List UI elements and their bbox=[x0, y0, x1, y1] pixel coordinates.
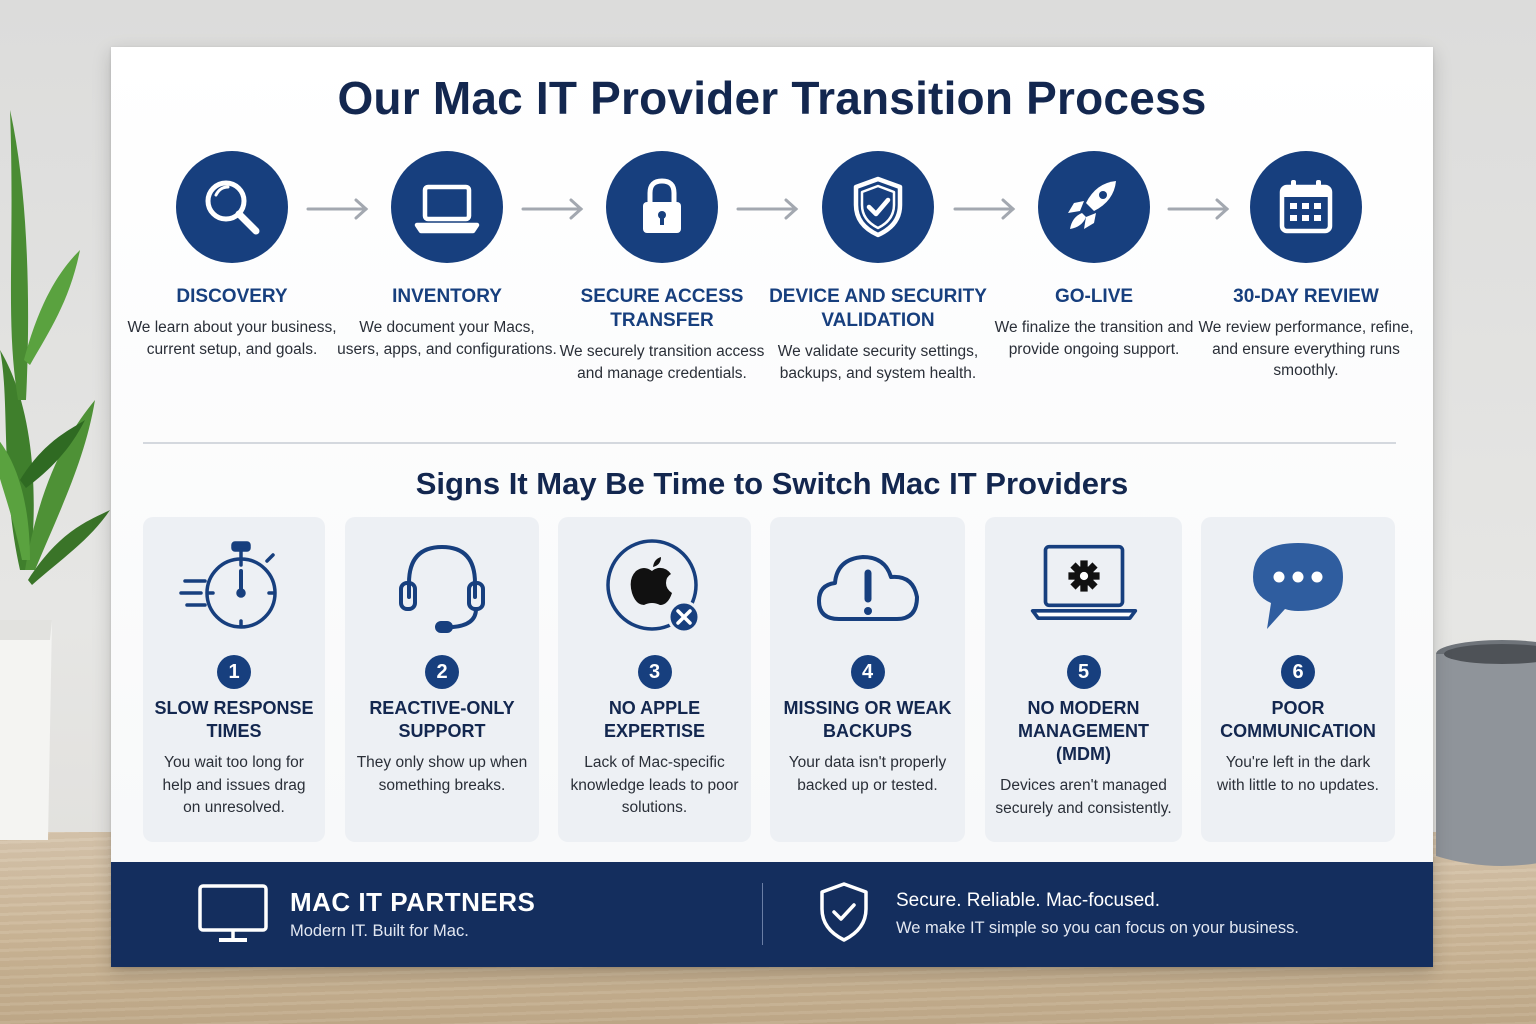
card-title: POOR COMMUNICATION bbox=[1220, 698, 1376, 741]
step-title: DISCOVERY bbox=[176, 286, 288, 307]
card-icon bbox=[345, 517, 539, 637]
laptop-icon bbox=[414, 184, 480, 234]
padlock-icon bbox=[643, 178, 681, 233]
arrow-right-icon bbox=[1167, 198, 1230, 220]
step-title: SECURE ACCESS TRANSFER bbox=[580, 286, 744, 331]
sign-card-weak-backups: 4 MISSING OR WEAK BACKUPS Your data isn'… bbox=[770, 517, 965, 842]
signs-section-title: Signs It May Be Time to Switch Mac IT Pr… bbox=[415, 466, 1129, 501]
headset-icon bbox=[399, 544, 485, 633]
card-icon bbox=[770, 517, 965, 637]
step-description: We review performance, refine, and ensur… bbox=[1198, 319, 1414, 379]
step-30-day-review: 30-DAY REVIEW We review performance, ref… bbox=[1196, 151, 1416, 382]
step-description: We finalize the transition and provide o… bbox=[994, 319, 1194, 358]
card-title: NO MODERN MANAGEMENT (MDM) bbox=[1018, 698, 1149, 764]
arrow-right-icon bbox=[306, 198, 369, 220]
chat-bubble-icon bbox=[1253, 543, 1343, 629]
arrow-right-icon bbox=[521, 198, 584, 220]
footer-banner: MAC IT PARTNERS Modern IT. Built for Mac… bbox=[111, 862, 1433, 967]
number-badge: 4 bbox=[850, 655, 885, 689]
card-description: You're left in the dark with little to n… bbox=[1217, 754, 1379, 794]
step-description: We securely transition access and manage… bbox=[559, 343, 765, 382]
card-description: They only show up when something breaks. bbox=[356, 754, 528, 794]
magnifier-icon bbox=[205, 180, 260, 235]
number-badge: 5 bbox=[1066, 655, 1101, 689]
number-badge: 3 bbox=[637, 655, 672, 689]
rocket-icon bbox=[1068, 181, 1116, 229]
step-description: We document your Macs, users, apps, and … bbox=[337, 319, 557, 358]
step-title: DEVICE AND SECURITY VALIDATION bbox=[769, 286, 987, 331]
step-title: INVENTORY bbox=[392, 286, 502, 307]
cloud-alert-icon bbox=[816, 555, 919, 621]
step-icon-circle bbox=[822, 151, 934, 263]
arrow-right-icon bbox=[736, 198, 799, 220]
sign-card-reactive-support: 2 REACTIVE-ONLY SUPPORT They only show u… bbox=[345, 517, 539, 842]
step-device-security-validation: DEVICE AND SECURITY VALIDATION We valida… bbox=[768, 151, 988, 384]
calendar-icon bbox=[1279, 180, 1333, 234]
stopwatch-icon bbox=[179, 541, 277, 629]
card-description: Lack of Mac-specific knowledge leads to … bbox=[570, 754, 739, 816]
card-description: Devices aren't managed securely and cons… bbox=[995, 777, 1172, 817]
brand-tagline: Modern IT. Built for Mac. bbox=[290, 922, 469, 940]
card-title: SLOW RESPONSE TIMES bbox=[154, 698, 314, 741]
shield-check-icon bbox=[853, 176, 903, 238]
number-badge: 2 bbox=[425, 655, 459, 689]
card-title: REACTIVE-ONLY SUPPORT bbox=[369, 698, 515, 741]
number-badge: 1 bbox=[217, 655, 251, 689]
card-icon bbox=[143, 517, 325, 637]
step-title: GO-LIVE bbox=[1054, 286, 1134, 307]
brand-name: MAC IT PARTNERS bbox=[290, 887, 536, 917]
footer-slogan: Secure. Reliable. Mac-focused. bbox=[896, 890, 1161, 911]
main-title: Our Mac IT Provider Transition Process bbox=[337, 72, 1207, 124]
sign-card-no-apple-expertise: 3 NO APPLE EXPERTISE Lack of Mac-specifi… bbox=[558, 517, 751, 842]
number-badge: 6 bbox=[1281, 655, 1315, 689]
card-title: NO APPLE EXPERTISE bbox=[603, 698, 706, 741]
sign-card-no-mdm: 5 NO MODERN MANAGEMENT (MDM) Devices are… bbox=[985, 517, 1182, 842]
step-icon-circle bbox=[1038, 151, 1150, 263]
footer-slogan-sub: We make IT simple so you can focus on yo… bbox=[896, 919, 1299, 937]
step-icon-circle bbox=[1250, 151, 1362, 263]
card-icon bbox=[558, 517, 751, 637]
shield-check-icon bbox=[820, 882, 868, 942]
step-inventory: INVENTORY We document your Macs, users, … bbox=[337, 151, 557, 360]
step-description: We validate security settings, backups, … bbox=[777, 343, 979, 382]
step-secure-access-transfer: SECURE ACCESS TRANSFER We securely trans… bbox=[552, 151, 772, 384]
laptop-gear-icon bbox=[1030, 544, 1137, 620]
step-icon-circle bbox=[176, 151, 288, 263]
card-title: MISSING OR WEAK BACKUPS bbox=[783, 698, 952, 741]
card-description: You wait too long for help and issues dr… bbox=[162, 754, 306, 816]
step-go-live: GO-LIVE We finalize the transition and p… bbox=[984, 151, 1204, 360]
step-description: We learn about your business, current se… bbox=[127, 319, 337, 358]
step-icon-circle bbox=[391, 151, 503, 263]
apple-x-icon bbox=[605, 539, 700, 634]
sign-card-slow-response: 1 SLOW RESPONSE TIMES You wait too long … bbox=[143, 517, 325, 842]
sign-card-poor-communication: 6 POOR COMMUNICATION You're left in the … bbox=[1201, 517, 1395, 842]
arrow-right-icon bbox=[953, 198, 1016, 220]
step-title: 30-DAY REVIEW bbox=[1233, 286, 1379, 307]
card-description: Your data isn't properly backed up or te… bbox=[788, 754, 947, 794]
section-divider bbox=[143, 442, 1396, 444]
card-icon bbox=[1201, 517, 1395, 637]
card-icon bbox=[985, 517, 1182, 637]
step-discovery: DISCOVERY We learn about your business, … bbox=[122, 151, 342, 360]
potted-plant-icon bbox=[0, 110, 110, 840]
footer-divider bbox=[762, 883, 763, 945]
infographic-sign: Our Mac IT Provider Transition Process D… bbox=[111, 47, 1433, 967]
step-icon-circle bbox=[606, 151, 718, 263]
monitor-icon bbox=[198, 884, 268, 942]
coffee-mug-icon bbox=[1436, 640, 1536, 866]
